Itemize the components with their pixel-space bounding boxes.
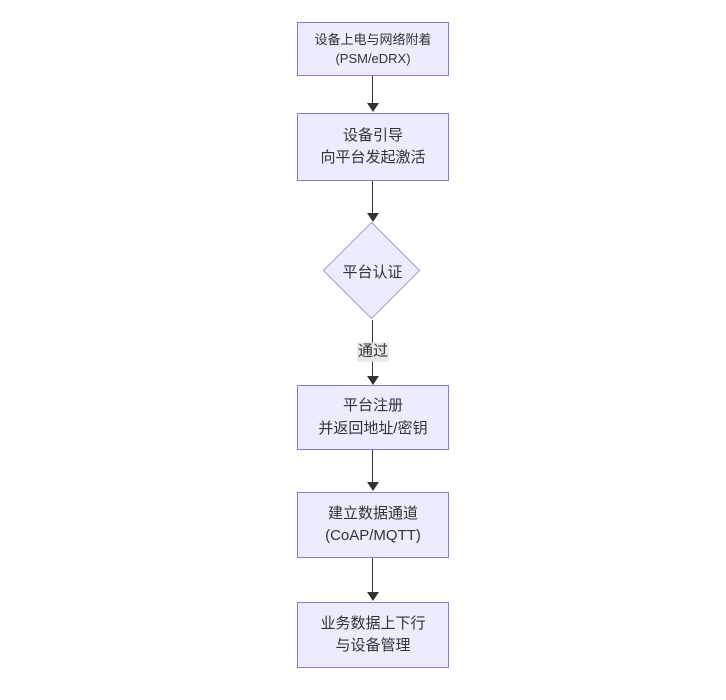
node-text-line: 平台注册 — [342, 397, 403, 414]
arrow-head-icon — [367, 103, 379, 112]
arrow-shaft — [372, 450, 373, 483]
arrow-head-icon — [367, 482, 379, 491]
flow-node-data-channel: 建立数据通道 (CoAP/MQTT) — [297, 492, 449, 558]
node-text-line: (CoAP/MQTT) — [325, 527, 421, 544]
node-text-line: 向平台发起激活 — [320, 149, 426, 166]
edge-label-pass: 通过 — [356, 342, 390, 362]
node-text-line: 建立数据通道 — [327, 504, 418, 522]
flow-node-device-bootstrap: 设备引导 向平台发起激活 — [297, 113, 449, 181]
flow-node-platform-register: 平台注册 并返回地址/密钥 — [297, 385, 449, 450]
arrow-head-icon — [367, 592, 379, 601]
arrow-shaft — [372, 558, 373, 593]
flow-node-power-network-attach: 设备上电与网络附着 (PSM/eDRX) — [297, 22, 449, 76]
arrow-shaft — [372, 181, 373, 214]
arrow-head-icon — [367, 213, 379, 222]
arrow-head-icon — [367, 376, 379, 385]
node-text-line: 平台认证 — [342, 264, 403, 281]
flow-node-platform-auth: 平台认证 — [322, 221, 422, 320]
node-text-line: 并返回地址/密钥 — [318, 419, 428, 437]
node-text-line: 设备引导 — [342, 126, 403, 144]
node-text-line: 与设备管理 — [335, 637, 411, 654]
arrow-shaft — [372, 76, 373, 104]
node-text-line: (PSM/eDRX) — [335, 51, 411, 66]
flow-node-business-data: 业务数据上下行 与设备管理 — [297, 602, 449, 668]
node-text-line: 设备上电与网络附着 — [314, 31, 432, 47]
node-text-line: 业务数据上下行 — [320, 614, 426, 632]
